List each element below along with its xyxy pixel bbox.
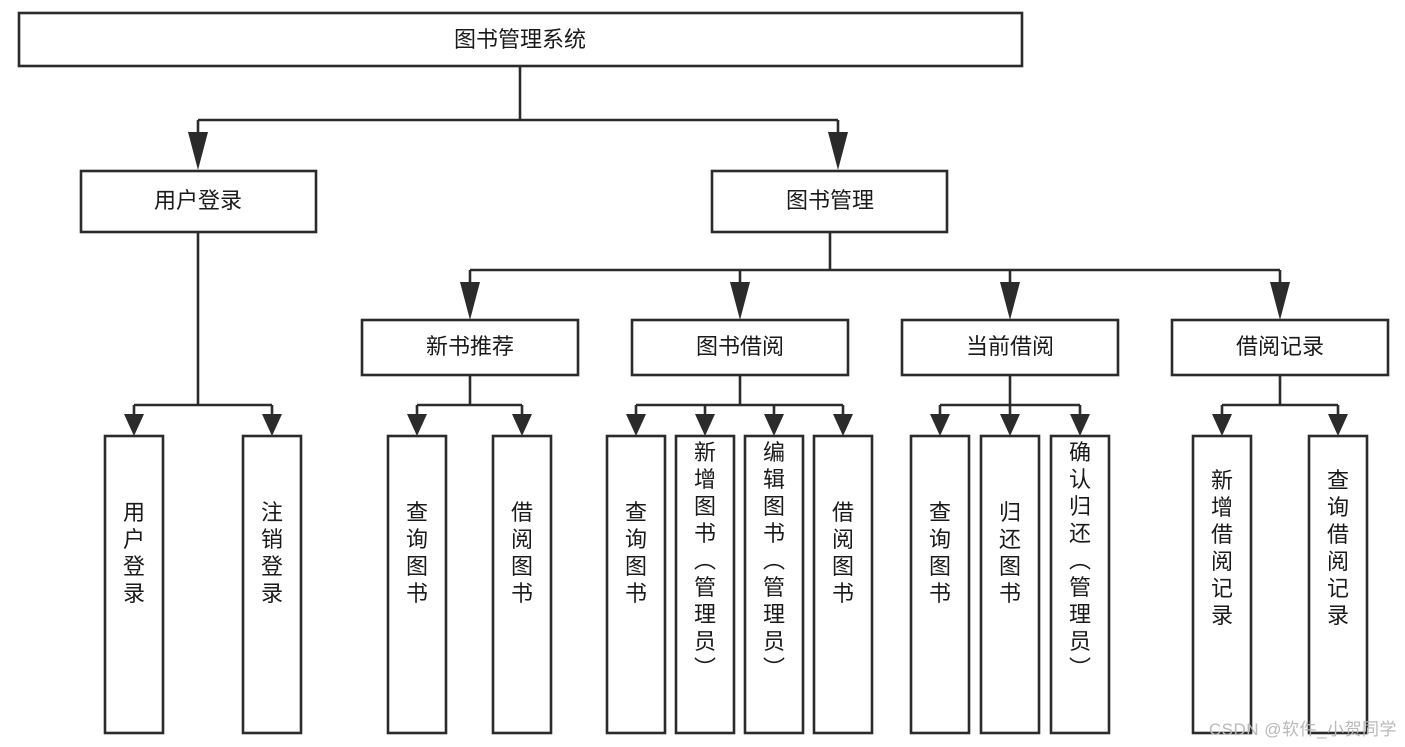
arrow-icon-borrow-leaf-3 <box>764 414 784 436</box>
arrow-icon-record-leaf-2 <box>1328 414 1348 436</box>
arrowheads-layer <box>124 132 1348 436</box>
node-box-new-book-recommendation[interactable] <box>360 318 580 377</box>
arrow-icon-newbook-leaf-2 <box>512 414 532 436</box>
leaf-node-confirm-return-admin[interactable]: 确认归还︵管理员︶ <box>1049 434 1111 735</box>
node-label-leaf-borrow-book-borrow: 借阅图书 <box>832 500 854 606</box>
node-label-leaf-query-borrow-record: 查询借阅记录 <box>1327 468 1349 628</box>
node-box-root[interactable] <box>17 11 1024 68</box>
leaf-node-borrow-book-newbook[interactable]: 借阅图书 <box>491 434 553 735</box>
node-label-root: 图书管理系统 <box>454 27 586 52</box>
node-box-leaf-query-borrow-record[interactable] <box>1307 434 1369 735</box>
arrow-icon-record-leaf-1 <box>1212 414 1232 436</box>
arrow-icon-borrow-leaf-4 <box>833 414 853 436</box>
arrow-icon-to-new-book <box>460 282 480 320</box>
node-box-user-login[interactable] <box>79 169 318 234</box>
leaf-node-add-borrow-record[interactable]: 新增借阅记录 <box>1191 434 1253 735</box>
node-label-leaf-query-book-borrow: 查询图书 <box>625 500 647 606</box>
node-box-leaf-edit-book-admin[interactable] <box>743 434 805 735</box>
node-label-new-book-recommendation: 新书推荐 <box>426 334 514 359</box>
node-box-current-borrowing[interactable] <box>900 318 1120 377</box>
node-box-book-management[interactable] <box>710 169 949 234</box>
node-box-leaf-user-login[interactable] <box>103 434 165 735</box>
node-label-borrowing-record: 借阅记录 <box>1236 334 1324 359</box>
node-label-leaf-query-book-current: 查询图书 <box>929 500 951 606</box>
leaf-node-query-borrow-record[interactable]: 查询借阅记录 <box>1307 434 1369 735</box>
arrow-icon-current-leaf-1 <box>930 414 950 436</box>
node-label-leaf-borrow-book-newbook: 借阅图书 <box>511 500 533 606</box>
node-label-leaf-logout: 注销登录 <box>261 500 283 606</box>
node-current-borrowing[interactable]: 当前借阅 <box>900 318 1120 377</box>
leaf-node-query-book-newbook[interactable]: 查询图书 <box>386 434 448 735</box>
node-label-leaf-add-book-admin: 新增图书︵管理员︶ <box>694 440 716 681</box>
node-label-leaf-edit-book-admin: 编辑图书︵管理员︶ <box>763 440 785 681</box>
node-borrowing-record[interactable]: 借阅记录 <box>1170 318 1390 377</box>
arrow-icon-borrow-leaf-2 <box>695 414 715 436</box>
arrow-icon-newbook-leaf-1 <box>407 414 427 436</box>
node-label-leaf-add-borrow-record: 新增借阅记录 <box>1211 468 1233 628</box>
leaf-node-add-book-admin[interactable]: 新增图书︵管理员︶ <box>674 434 736 735</box>
arrow-icon-to-borrow <box>730 282 750 320</box>
node-label-current-borrowing: 当前借阅 <box>966 334 1054 359</box>
arrow-icon-to-leaf-logout <box>262 414 282 436</box>
leaf-node-edit-book-admin[interactable]: 编辑图书︵管理员︶ <box>743 434 805 735</box>
arrow-icon-current-leaf-3 <box>1070 414 1090 436</box>
arrow-icon-to-leaf-user-login <box>124 414 144 436</box>
arrow-icon-to-current <box>1000 282 1020 320</box>
node-label-leaf-user-login: 用户登录 <box>123 500 145 606</box>
node-box-leaf-return-book[interactable] <box>979 434 1041 735</box>
node-label-book-borrowing: 图书借阅 <box>696 334 784 359</box>
node-label-leaf-confirm-return-admin: 确认归还︵管理员︶ <box>1069 440 1091 681</box>
node-label-book-management: 图书管理 <box>786 188 874 213</box>
node-box-leaf-logout[interactable] <box>241 434 303 735</box>
node-box-leaf-query-book-current[interactable] <box>909 434 971 735</box>
arrow-icon-current-leaf-2 <box>1000 414 1020 436</box>
node-user-login[interactable]: 用户登录 <box>79 169 318 234</box>
node-box-leaf-add-book-admin[interactable] <box>674 434 736 735</box>
node-box-borrowing-record[interactable] <box>1170 318 1390 377</box>
node-box-book-borrowing[interactable] <box>630 318 850 377</box>
node-root-book-management-system[interactable]: 图书管理系统 <box>17 11 1024 68</box>
leaf-node-return-book[interactable]: 归还图书 <box>979 434 1041 735</box>
leaf-node-query-book-borrow[interactable]: 查询图书 <box>605 434 667 735</box>
node-box-leaf-confirm-return-admin[interactable] <box>1049 434 1111 735</box>
node-label-leaf-query-book-newbook: 查询图书 <box>406 500 428 606</box>
arrow-icon-to-book-mgmt <box>828 132 848 170</box>
node-new-book-recommendation[interactable]: 新书推荐 <box>360 318 580 377</box>
node-box-leaf-borrow-book-newbook[interactable] <box>491 434 553 735</box>
connectors-layer <box>132 66 1340 414</box>
node-label-user-login: 用户登录 <box>154 188 242 213</box>
leaf-node-logout[interactable]: 注销登录 <box>241 434 303 735</box>
node-book-borrowing[interactable]: 图书借阅 <box>630 318 850 377</box>
node-label-leaf-return-book: 归还图书 <box>999 500 1021 606</box>
node-box-leaf-borrow-book-borrow[interactable] <box>812 434 874 735</box>
arrow-icon-to-record <box>1270 282 1290 320</box>
csdn-watermark: CSDN @软件_小贺同学 <box>1208 720 1397 739</box>
node-box-leaf-query-book-newbook[interactable] <box>386 434 448 735</box>
arrow-icon-to-user-login <box>188 132 208 170</box>
leaf-node-query-book-current[interactable]: 查询图书 <box>909 434 971 735</box>
node-box-leaf-query-book-borrow[interactable] <box>605 434 667 735</box>
node-box-leaf-add-borrow-record[interactable] <box>1191 434 1253 735</box>
arrow-icon-borrow-leaf-1 <box>626 414 646 436</box>
node-book-management[interactable]: 图书管理 <box>710 169 949 234</box>
leaf-node-user-login[interactable]: 用户登录 <box>103 434 165 735</box>
leaf-node-borrow-book-borrow[interactable]: 借阅图书 <box>812 434 874 735</box>
